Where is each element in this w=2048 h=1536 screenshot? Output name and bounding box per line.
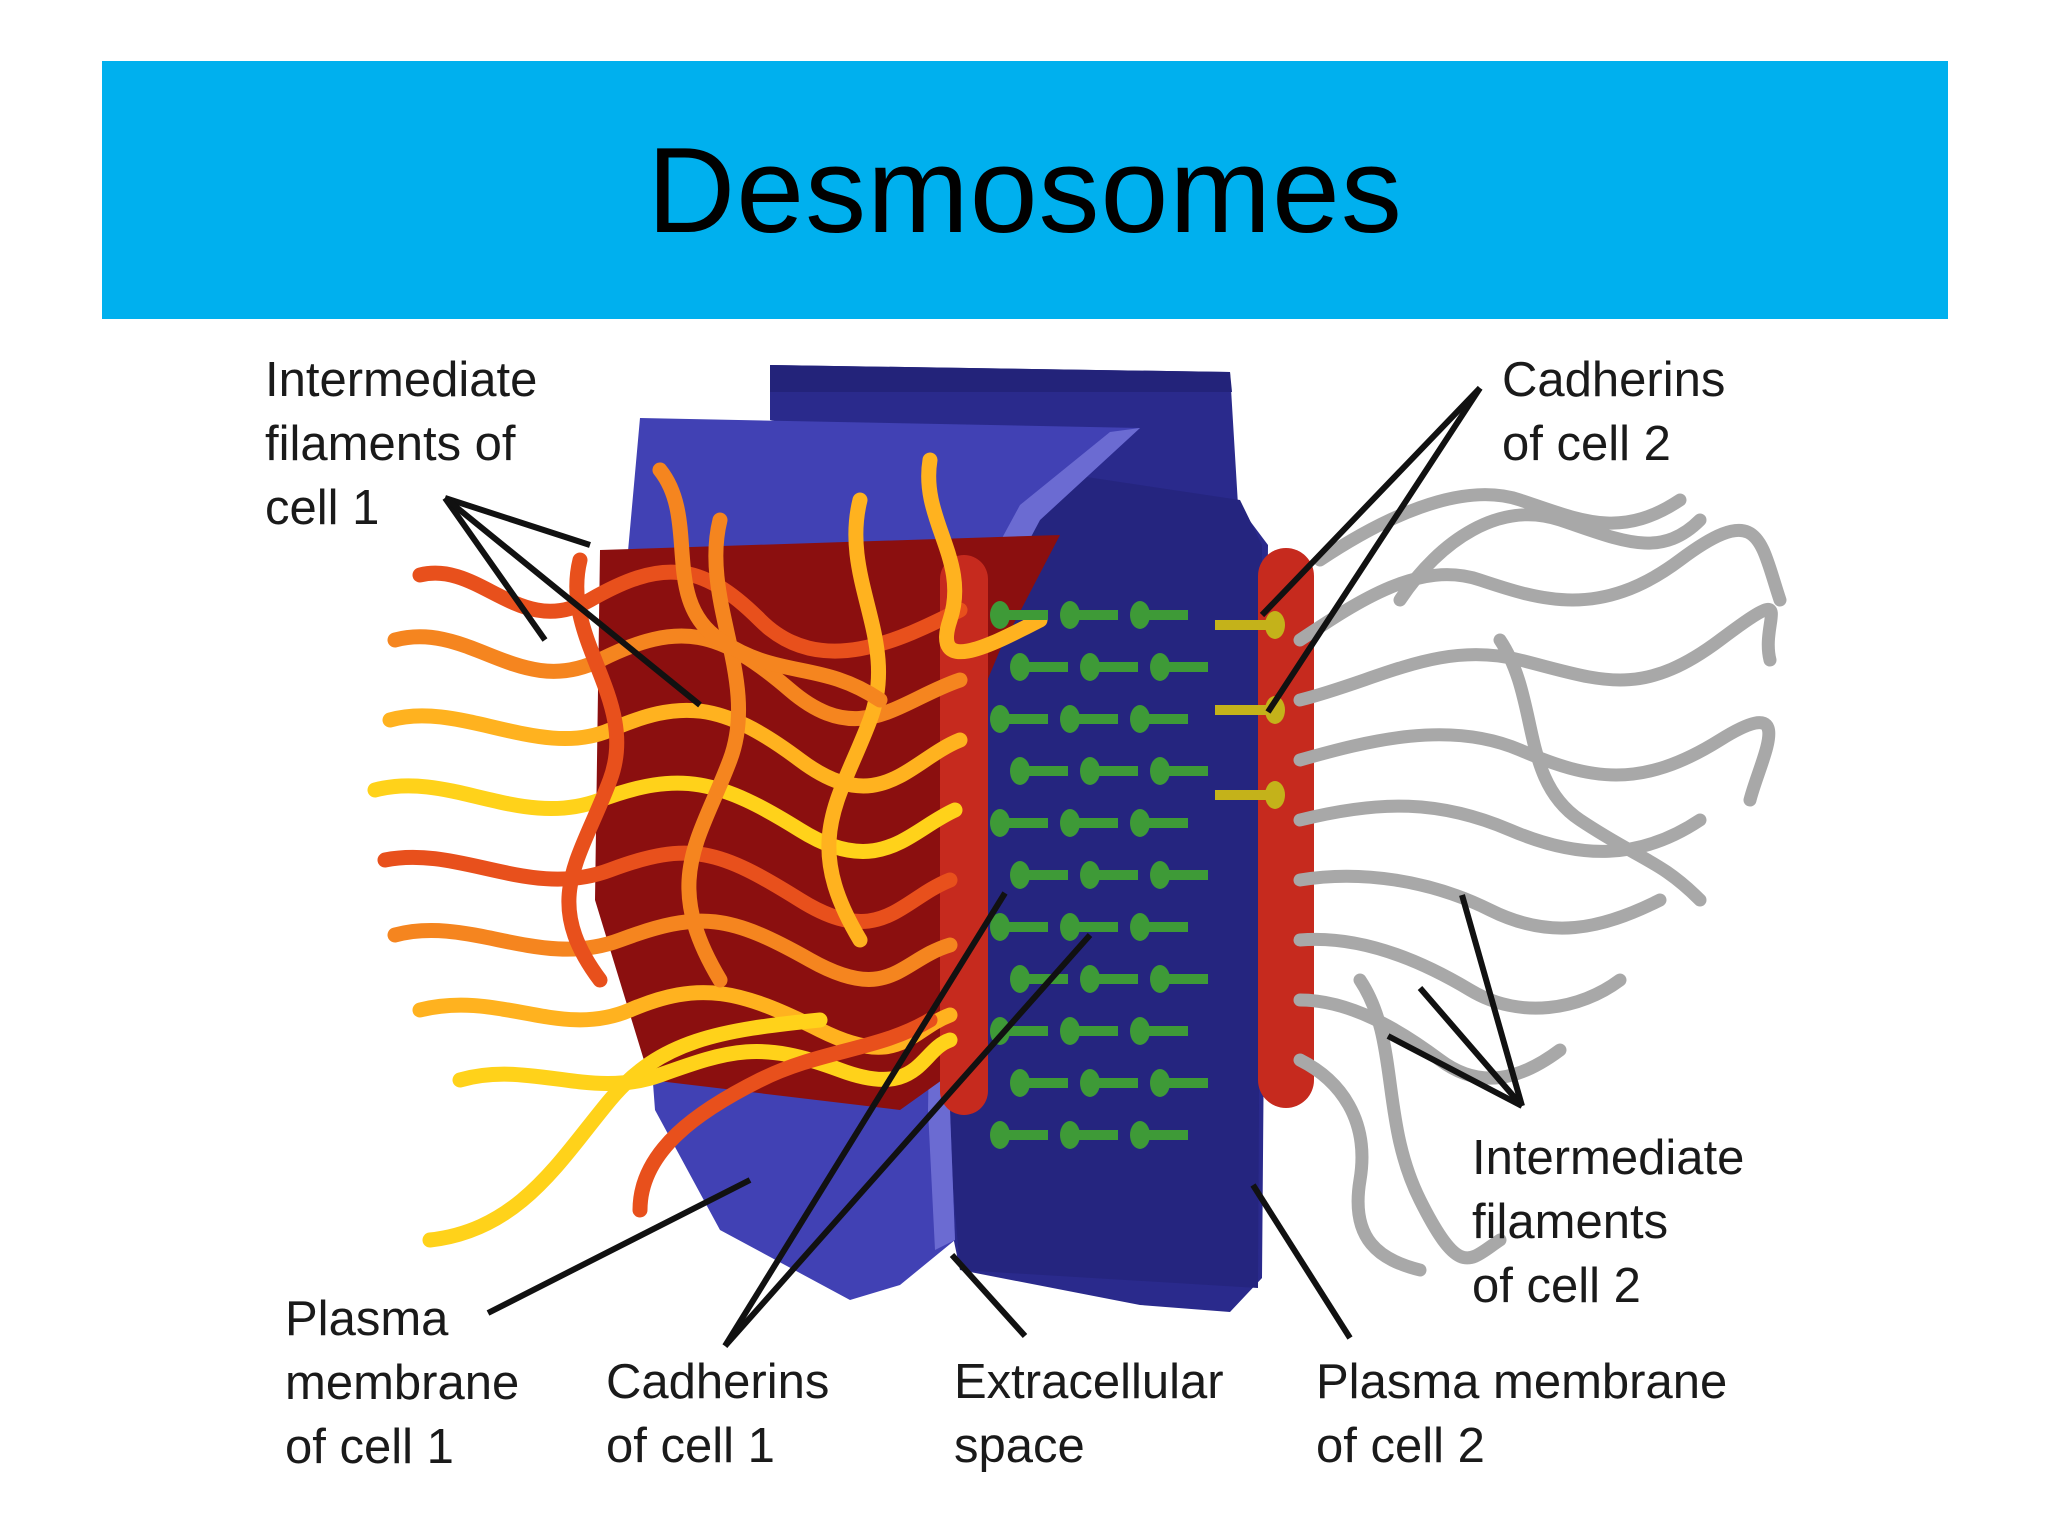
filament-cell2	[1293, 869, 1667, 935]
leader-if1-b	[442, 496, 548, 642]
cadherin-cell1	[1010, 1069, 1068, 1097]
filament-cell1	[452, 1032, 958, 1092]
cadherin-cell1	[1080, 757, 1138, 785]
cadherin-cell1	[990, 705, 1048, 733]
filament-cell2	[1293, 603, 1778, 707]
filament-cell2	[1293, 716, 1776, 807]
leader-cad1-a	[722, 891, 1008, 1348]
intermediate-filaments-cell2	[1293, 488, 1787, 1277]
leader-pm2	[1250, 1183, 1353, 1340]
cadherin-cell2	[1215, 611, 1285, 639]
cadherin-cell1	[990, 601, 1048, 629]
label-pm-cell1: Plasma membrane of cell 1	[285, 1292, 520, 1474]
cadherin-cell1	[1150, 1069, 1208, 1097]
cadherin-cell1	[1080, 861, 1138, 889]
label-cad-cell1: Cadherins of cell 1	[606, 1355, 830, 1473]
cadherin-cell1	[1150, 861, 1208, 889]
label-if-cell1: Intermediate filaments of cell 1	[265, 353, 538, 535]
cadherin-cell2	[1215, 696, 1285, 724]
filament-cell2	[1353, 973, 1507, 1265]
label-if-cell2: Intermediate filaments of cell 2	[1472, 1131, 1745, 1313]
title-bar: Desmosomes	[102, 61, 1948, 319]
leader-if1-c	[443, 495, 702, 708]
cadherin-cell1	[1060, 1017, 1118, 1045]
label-extracellular: Extracellular space	[954, 1355, 1224, 1473]
filament-cell2	[1493, 633, 1707, 907]
leader-if1-a	[444, 495, 591, 548]
cadherin-cell1	[990, 809, 1048, 837]
cadherin-cell1	[1130, 809, 1188, 837]
leader-lines	[442, 385, 1525, 1348]
label-pm-cell2: Plasma membrane of cell 2	[1316, 1355, 1728, 1473]
filament-cell2	[1293, 932, 1627, 1015]
leader-cad2-a	[1259, 385, 1483, 618]
cadherin-cell1	[1130, 913, 1188, 941]
leader-if2-b	[1417, 986, 1525, 1108]
cadherins-cell2	[1215, 611, 1285, 809]
cadherin-cell1	[1010, 965, 1068, 993]
cadherin-cell1	[1010, 861, 1068, 889]
cadherin-cell1	[1060, 705, 1118, 733]
filament-cell1	[382, 702, 968, 794]
cadherin-cell1	[1060, 913, 1118, 941]
leader-extracellular	[949, 1252, 1028, 1339]
cadherin-cell1	[1130, 1121, 1188, 1149]
leader-pm1	[486, 1177, 752, 1316]
cadherin-cell1	[1010, 653, 1068, 681]
cadherin-cell1	[1150, 653, 1208, 681]
cell2-membrane-top	[770, 365, 1232, 392]
slide-title: Desmosomes	[647, 122, 1403, 258]
cadherin-cell1	[1080, 965, 1138, 993]
cadherin-cell1	[1060, 809, 1118, 837]
cadherin-cell1	[1060, 1121, 1118, 1149]
intermediate-filaments-cell1	[367, 452, 1048, 1248]
filament-cell1	[652, 462, 888, 708]
cadherin-cell1	[1080, 653, 1138, 681]
cadherin-cell1	[1130, 601, 1188, 629]
leader-cad2-b	[1265, 386, 1483, 714]
cadherin-cell1	[1150, 757, 1208, 785]
filament-cell2	[1313, 488, 1687, 567]
cadherin-cell1	[1080, 1069, 1138, 1097]
filament-cell2	[1393, 508, 1707, 607]
leader-cad1-b	[722, 933, 1093, 1348]
leader-if2-a	[1386, 1033, 1524, 1109]
filament-cell2	[1293, 523, 1787, 647]
filament-cell1	[921, 452, 1048, 659]
filament-cell2	[1293, 799, 1707, 858]
filament-cell1	[412, 985, 958, 1055]
filament-cell1	[387, 913, 958, 987]
cadherin-cell1	[1130, 705, 1188, 733]
filament-cell1	[632, 1012, 938, 1218]
filament-cell1	[422, 1012, 828, 1248]
cadherin-cell1	[1150, 965, 1208, 993]
cadherin-cell2	[1215, 781, 1285, 809]
cadherin-cell1	[1010, 757, 1068, 785]
filament-cell1	[367, 775, 963, 859]
leader-if2-c	[1459, 894, 1525, 1107]
filament-cell2	[1293, 1053, 1427, 1277]
filament-cell1	[561, 552, 625, 988]
label-cad-cell2: Cadherins of cell 2	[1502, 353, 1726, 471]
cadherin-cell1	[990, 1121, 1048, 1149]
dense-plaque-cell2	[1258, 548, 1314, 1108]
cadherin-cell1	[990, 913, 1048, 941]
filament-cell1	[821, 492, 887, 948]
filament-cell1	[681, 512, 746, 988]
cadherins-cell1	[990, 601, 1208, 1149]
cell1-membrane-edge	[928, 428, 1140, 1250]
cadherin-cell1	[1060, 601, 1118, 629]
cadherin-cell1	[1130, 1017, 1188, 1045]
